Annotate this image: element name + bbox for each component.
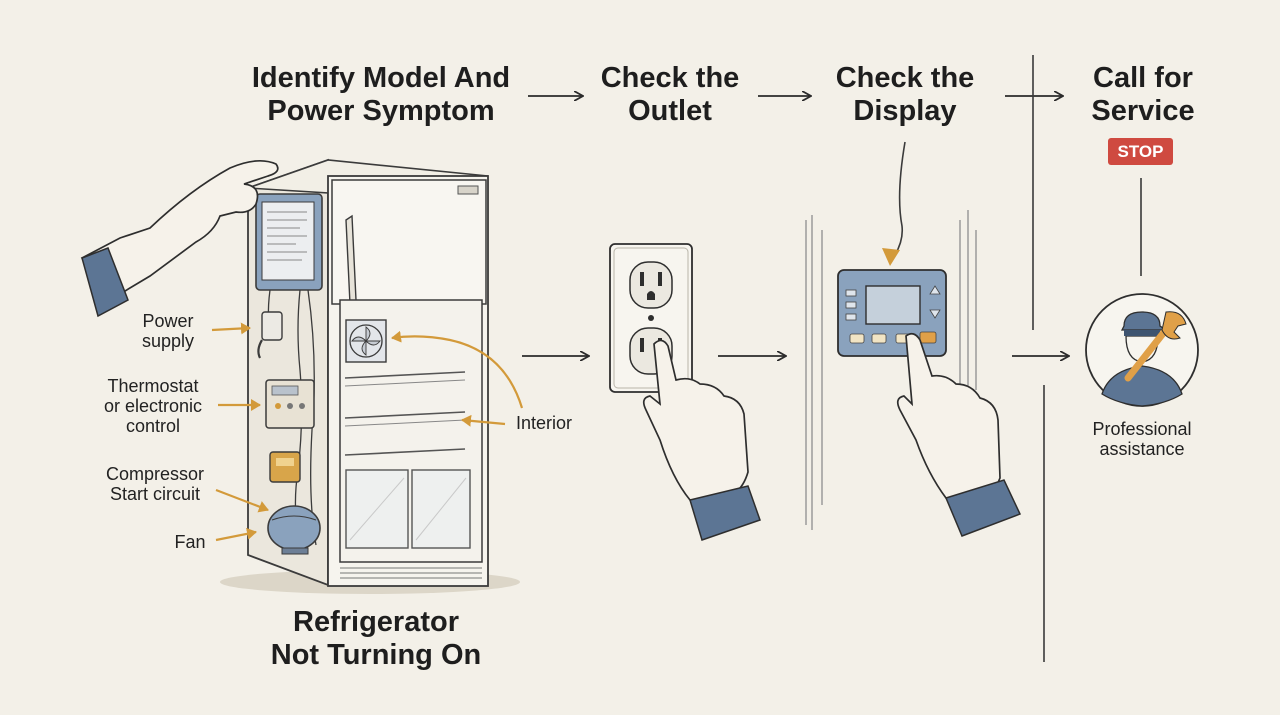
label-thermostat: Thermostat or electronic control <box>103 376 203 436</box>
refrigerator-illustration <box>220 158 520 594</box>
pointing-hand-display-icon <box>896 332 1022 537</box>
thermostat-box-icon <box>265 379 315 429</box>
compressor-icon <box>267 505 321 555</box>
hand-icon <box>80 159 279 318</box>
fan-icon <box>345 319 387 363</box>
outlet-icon <box>609 243 693 393</box>
power-plug-icon <box>257 311 283 359</box>
divider-lines <box>1032 55 1142 662</box>
fridge-title: Refrigerator Not Turning On <box>270 606 482 671</box>
label-compressor: Compressor Start circuit <box>105 464 205 504</box>
step-title-check-outlet: Check the Outlet <box>600 62 740 127</box>
step-title-identify: Identify Model And Power Symptom <box>251 62 511 127</box>
pointing-hand-outlet-icon <box>642 339 761 541</box>
start-relay-icon <box>269 451 301 483</box>
control-board-icon <box>255 193 323 291</box>
display-arrow-head <box>882 248 900 266</box>
step-title-check-display: Check the Display <box>835 62 975 127</box>
label-interior: Interior <box>515 413 573 433</box>
display-panel-icon <box>837 269 947 357</box>
wrench-icon <box>1124 311 1187 382</box>
label-professional-assistance: Professional assistance <box>1092 419 1192 459</box>
stop-badge: STOP <box>1108 138 1173 165</box>
label-power-supply: Power supply <box>141 311 195 351</box>
technician-icon <box>1085 293 1199 407</box>
step-title-call-service: Call for Service <box>1091 62 1195 127</box>
callout-arrows <box>211 141 906 542</box>
label-fan: Fan <box>174 532 206 552</box>
